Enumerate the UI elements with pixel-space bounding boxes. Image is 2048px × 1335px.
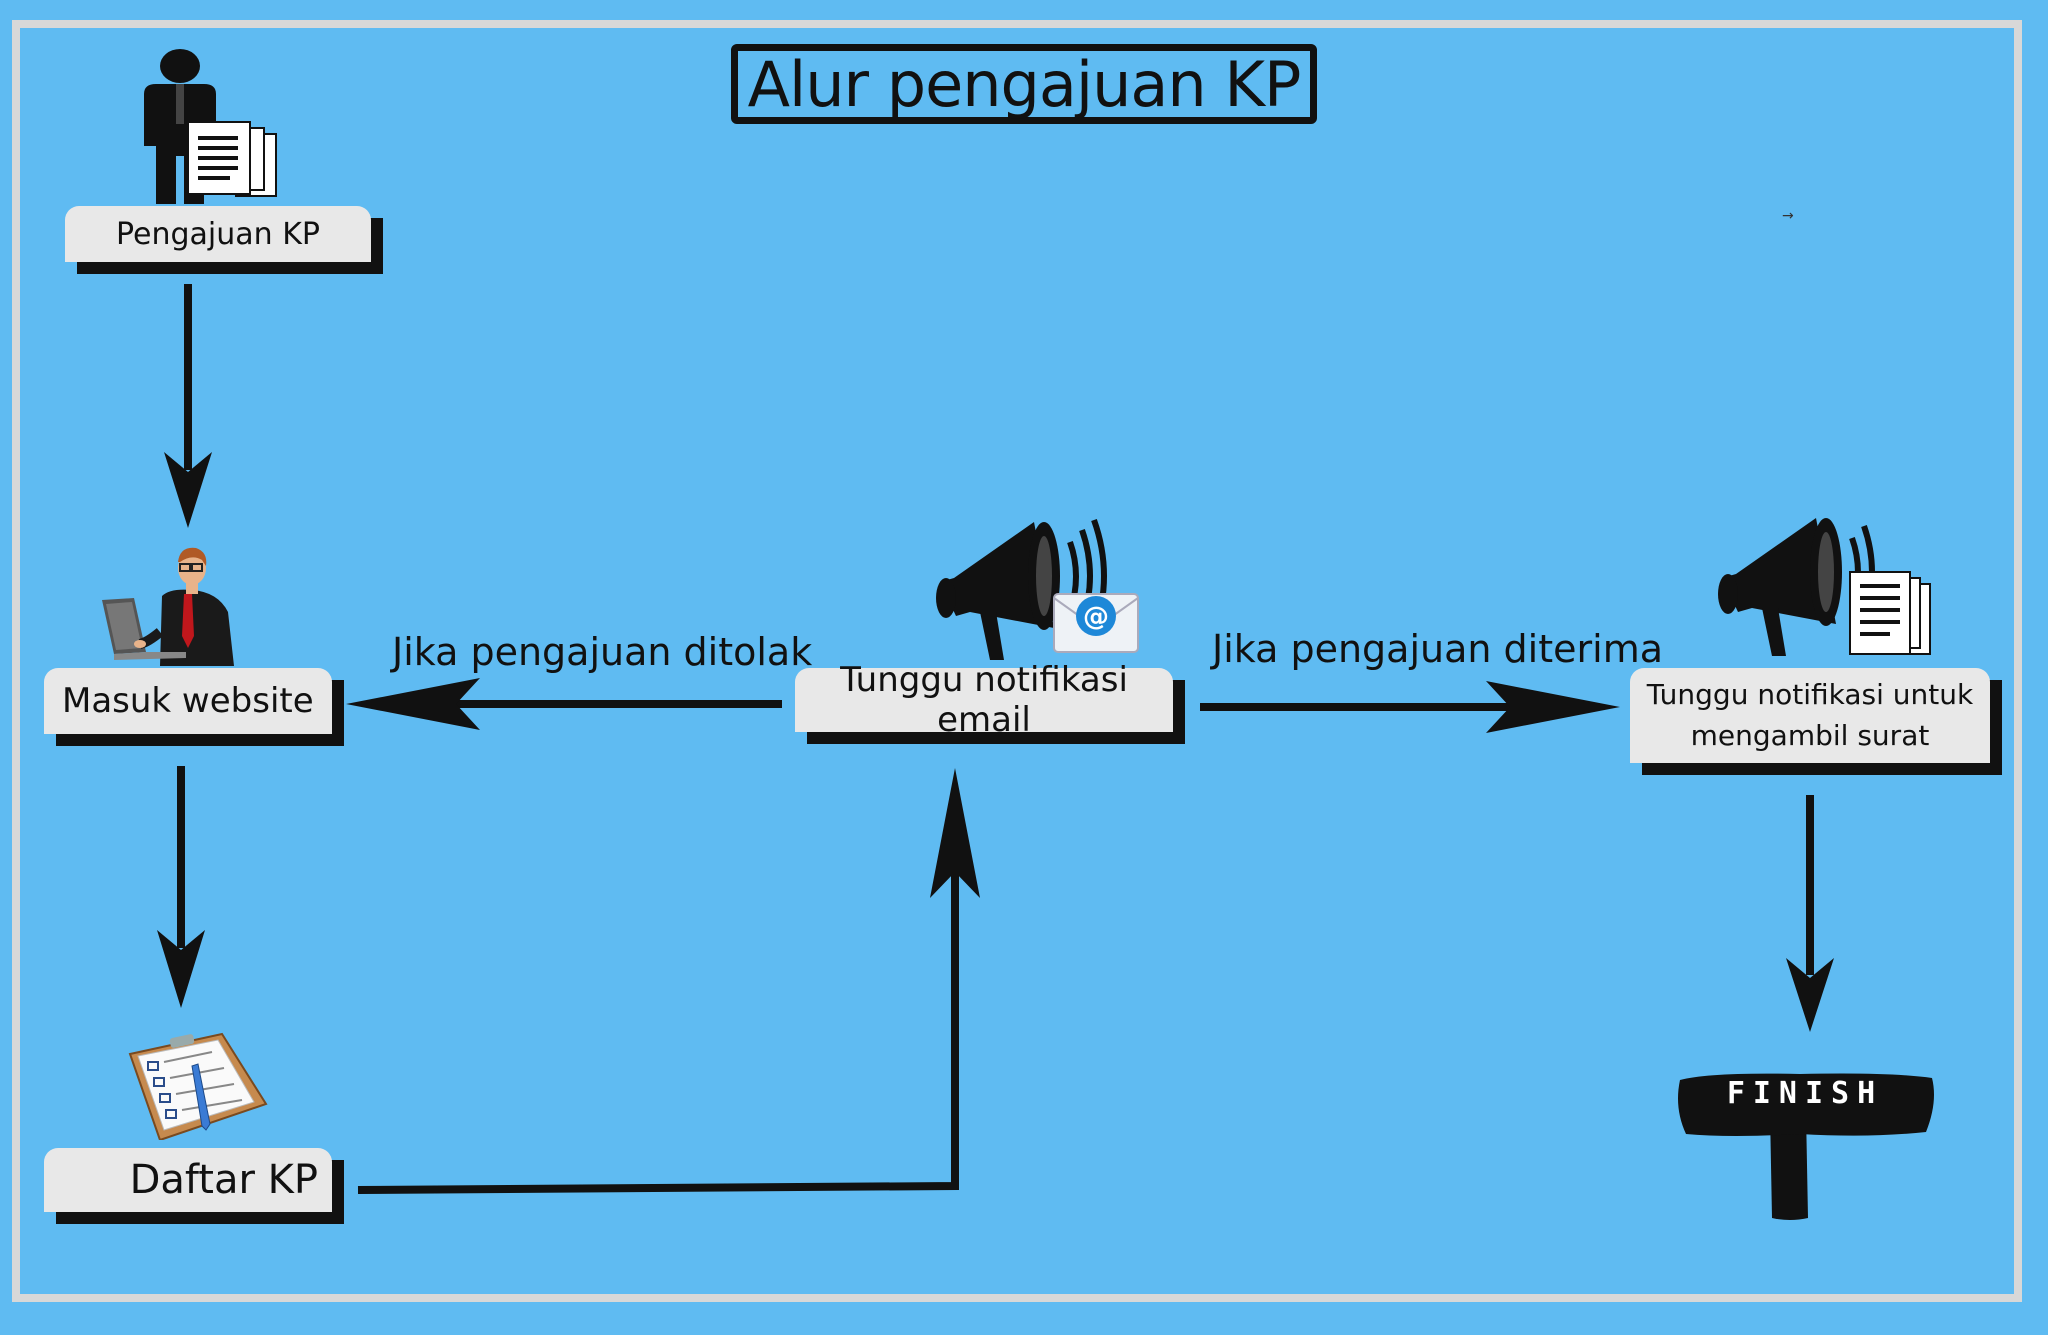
node-masuk-website: Masuk website — [44, 668, 344, 746]
stray-arrow-mark: → — [1782, 208, 1794, 224]
businessman-documents-icon — [144, 49, 277, 204]
node-pengajuan-kp: Pengajuan KP — [65, 206, 383, 274]
edge-label-ditolak: Jika pengajuan ditolak — [392, 630, 813, 674]
arrow-diterima — [1200, 681, 1620, 733]
arrow-masuk-to-daftar — [157, 766, 205, 1008]
megaphone-documents-icon — [1718, 518, 1931, 656]
node-tunggu-notifikasi-email: Tunggu notifikasi email — [795, 660, 1185, 744]
node-label-line1: Tunggu notifikasi untuk — [1646, 677, 1974, 711]
arrow-daftar-to-tunggu-email — [357, 768, 980, 1194]
arrow-pengajuan-to-masuk — [164, 284, 212, 528]
node-label: Daftar KP — [129, 1157, 318, 1203]
diagram-title: Alur pengajuan KP — [731, 44, 1317, 124]
arrow-to-finish — [1786, 795, 1834, 1032]
node-daftar-kp: Daftar KP — [44, 1148, 344, 1224]
arrow-ditolak — [346, 678, 782, 730]
edge-label-diterima: Jika pengajuan diterima — [1212, 627, 1663, 671]
node-label: Masuk website — [62, 681, 314, 721]
node-tunggu-notifikasi-surat: Tunggu notifikasi untuk mengambil surat — [1630, 668, 2002, 775]
man-laptop-icon — [102, 547, 234, 666]
node-label: Tunggu notifikasi email — [840, 660, 1128, 740]
finish-label: FINISH — [1726, 1076, 1884, 1111]
finish-signpost-icon: FINISH — [1670, 1062, 1940, 1226]
node-label: Pengajuan KP — [116, 216, 320, 252]
diagram-frame — [12, 20, 2022, 1302]
node-label-line2: mengambil surat — [1690, 718, 1930, 752]
megaphone-email-icon: @ — [936, 518, 1139, 660]
clipboard-checklist-icon — [128, 1032, 268, 1140]
svg-text:@: @ — [1083, 602, 1109, 632]
